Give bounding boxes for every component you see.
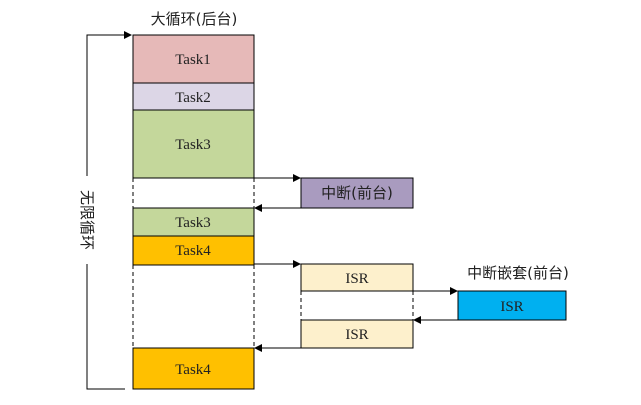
task2-block: Task2 (132, 82, 255, 111)
isr-gap-dashed (132, 265, 255, 348)
svg-text:Task3: Task3 (175, 215, 211, 231)
svg-text:ISR: ISR (345, 271, 368, 287)
main-loop-title: 大循环(后台) (151, 10, 238, 28)
svg-text:ISR: ISR (345, 327, 368, 343)
task3-block: Task3 (132, 109, 255, 179)
nested-isr-block: ISR (457, 290, 567, 321)
task3-resume-block: Task3 (132, 207, 255, 237)
svg-text:Task4: Task4 (175, 243, 211, 259)
infinite-loop-label: 无限循环 (78, 190, 96, 250)
svg-text:Task2: Task2 (175, 90, 211, 106)
svg-text:Task3: Task3 (175, 137, 211, 153)
svg-text:ISR: ISR (500, 299, 523, 315)
svg-text:中断(前台): 中断(前台) (321, 184, 393, 202)
nested-gap-dashed (300, 291, 414, 320)
svg-text:Task1: Task1 (175, 52, 211, 68)
task4-block: Task4 (132, 235, 255, 266)
isr-block: ISR (300, 263, 414, 292)
interrupt-gap-dashed (132, 178, 255, 208)
task1-block: Task1 (132, 34, 255, 84)
isr-resume-block: ISR (300, 319, 414, 349)
interrupt-block: 中断(前台) (300, 177, 414, 209)
task4-resume-block: Task4 (132, 347, 255, 390)
svg-text:Task4: Task4 (175, 362, 211, 378)
nested-interrupt-title: 中断嵌套(前台) (467, 264, 569, 282)
